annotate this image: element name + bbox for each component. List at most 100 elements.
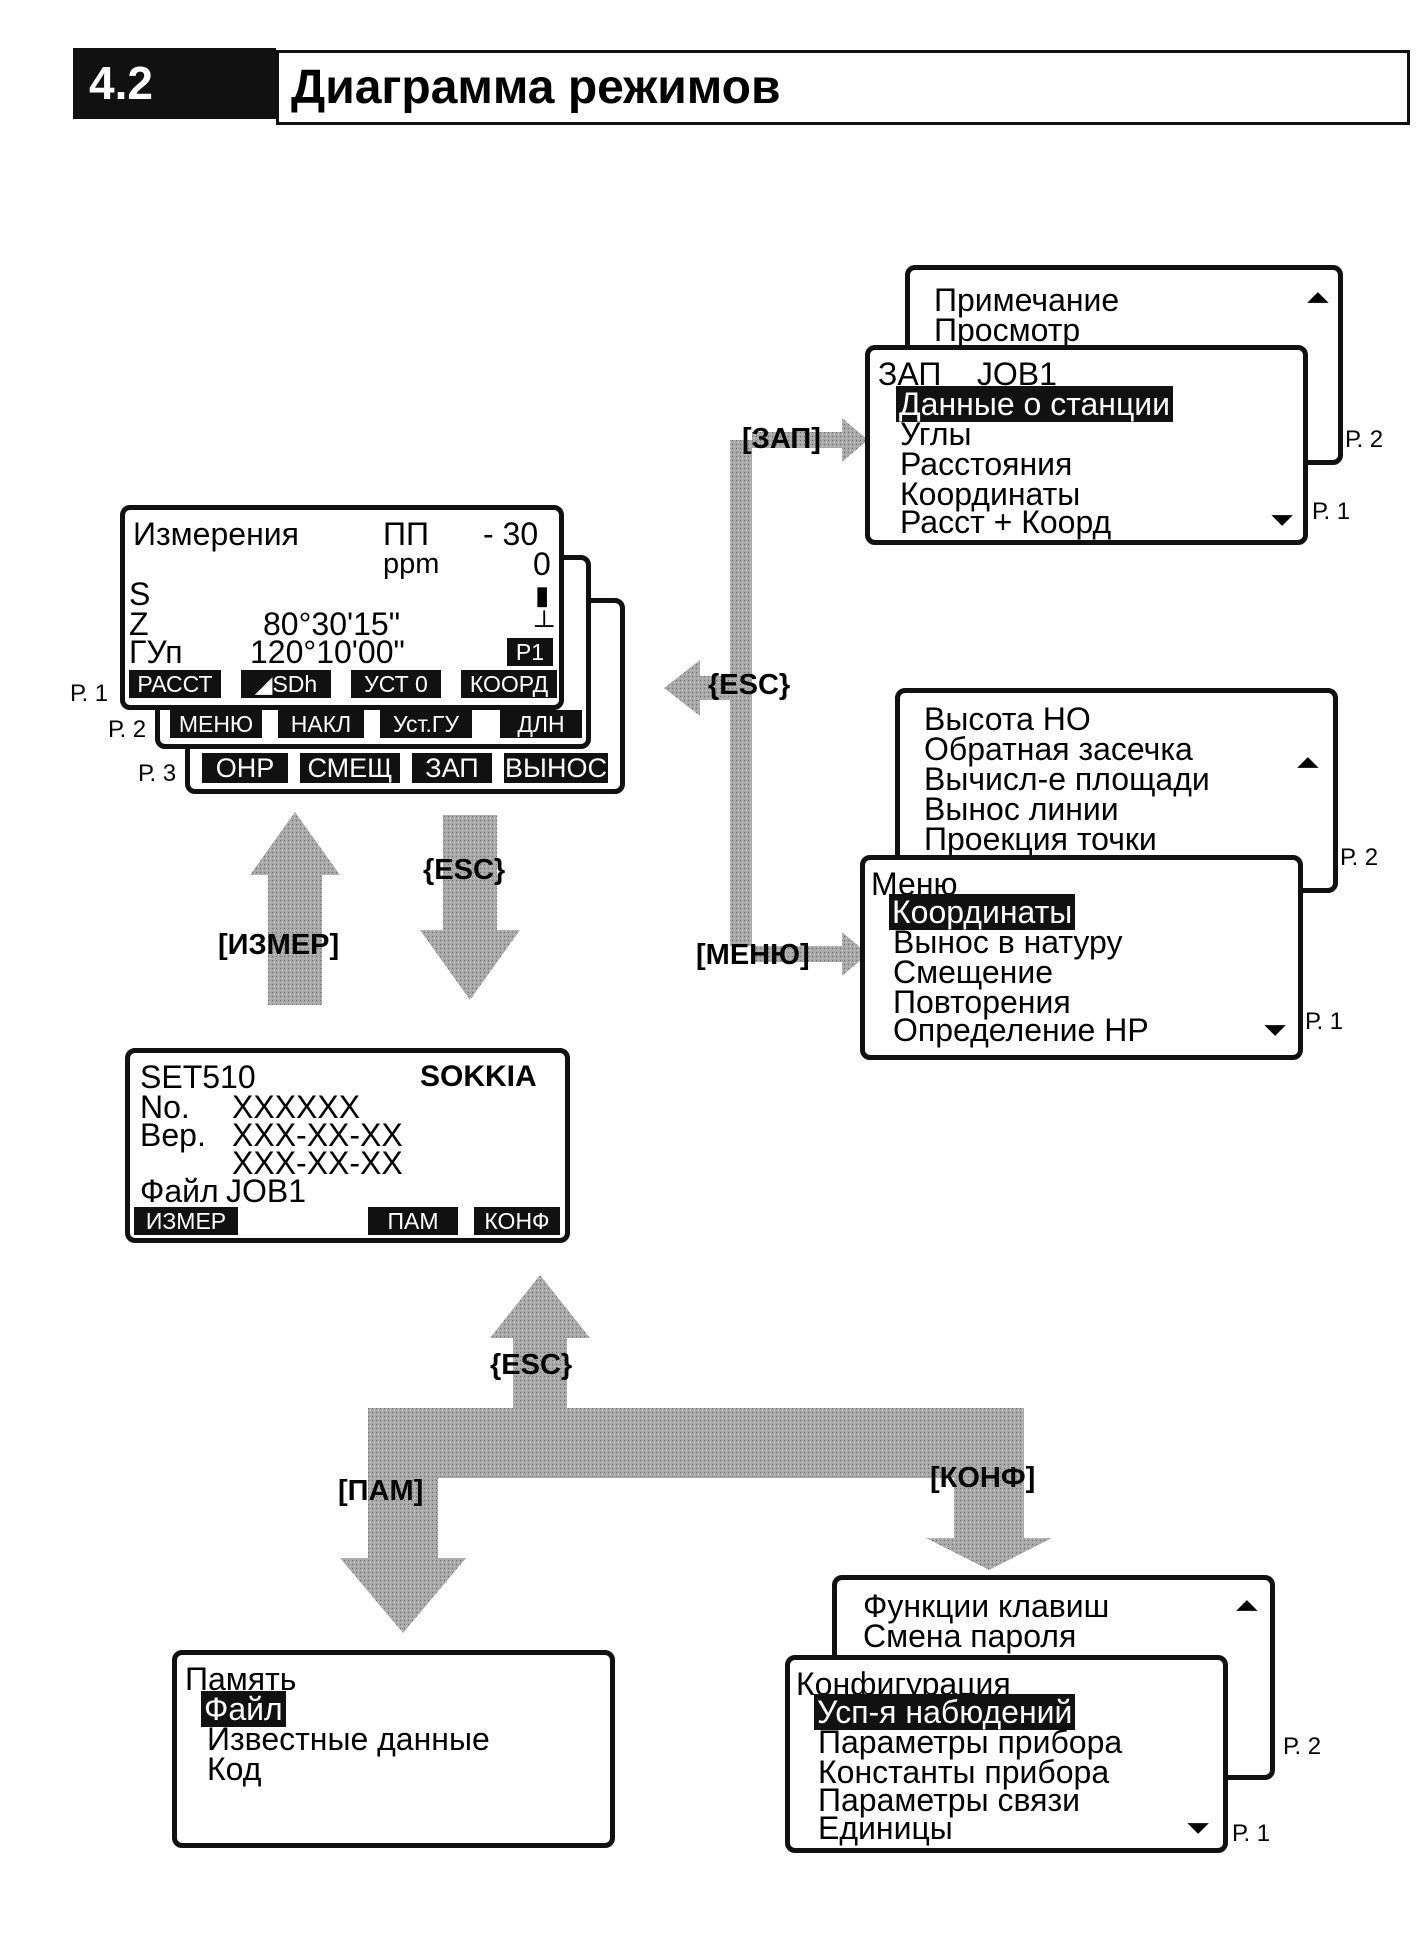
z-label: Z	[129, 606, 149, 642]
softkey-vynos[interactable]: ВЫНОС	[504, 753, 608, 783]
softkey-pam[interactable]: ПАМ	[368, 1207, 458, 1235]
brand-logo: SOKKIA	[420, 1060, 537, 1093]
pp-value: - 30	[483, 516, 539, 552]
rec-item[interactable]: Координаты	[900, 476, 1081, 512]
softkey-konf[interactable]: КОНФ	[474, 1207, 560, 1235]
s-label: S	[129, 576, 151, 612]
config-item[interactable]: Константы прибора	[818, 1754, 1110, 1790]
esc-down-arrow-shaft	[443, 815, 497, 930]
double-down-arrow-icon[interactable]: ⏷	[1186, 1812, 1210, 1845]
file-label: Файл	[140, 1173, 219, 1209]
menu-item[interactable]: Повторения	[893, 984, 1071, 1020]
key-esc-bottom: {ESC}	[490, 1349, 573, 1381]
double-up-arrow-icon[interactable]: ⏶	[1235, 1590, 1259, 1623]
section-number: 4.2	[73, 48, 276, 119]
z-value: 80°30'15"	[263, 606, 401, 642]
memory-item[interactable]: Известные данные	[207, 1721, 490, 1757]
rec-item[interactable]: Расст + Коорд	[900, 504, 1112, 540]
softkey-koord[interactable]: КООРД	[461, 670, 557, 698]
menu-item[interactable]: Определение НР	[893, 1012, 1149, 1048]
konf-arrow-head	[926, 1538, 1052, 1570]
ppm-label: ppm	[383, 548, 440, 580]
izmer-arrow-head	[250, 812, 340, 875]
meas-p1-label: Р. 1	[70, 680, 109, 707]
konf-arrow-shaft	[954, 1478, 1024, 1538]
menu-item[interactable]: Смещение	[893, 954, 1054, 990]
menu-p2-item[interactable]: Вынос линии	[924, 791, 1119, 827]
key-izmer: [ИЗМЕР]	[218, 929, 340, 961]
double-down-arrow-icon[interactable]: ⏷	[1263, 1014, 1287, 1047]
rec-item[interactable]: Данные о станции	[896, 386, 1174, 422]
menu-p2-item[interactable]: Высота НО	[924, 701, 1091, 737]
pam-arrow-head	[340, 1558, 466, 1633]
menu-p2-item[interactable]: Обратная засечка	[924, 731, 1193, 767]
pp-label: ПП	[383, 516, 429, 552]
meas-screen-p1: Измерения ПП - 30 ppm 0 S ▮┴ Z 80°30'15"…	[120, 505, 564, 710]
double-up-arrow-icon[interactable]: ⏶	[1296, 747, 1320, 780]
memory-item[interactable]: Код	[207, 1751, 262, 1787]
memory-title: Память	[185, 1661, 297, 1697]
softkey-onr[interactable]: ОНР	[202, 753, 288, 783]
meas-p3-label: Р. 3	[138, 760, 177, 787]
config-item-selected[interactable]: Усп-я набюдений	[814, 1694, 1076, 1730]
gu-label: ГУп	[129, 634, 183, 670]
file-value: JOB1	[226, 1173, 307, 1209]
menu-item[interactable]: Вынос в натуру	[893, 924, 1123, 960]
softkey-menu[interactable]: МЕНЮ	[170, 710, 262, 738]
rec-item[interactable]: Углы	[900, 416, 972, 452]
memory-screen: Память Файл Известные данные Код	[172, 1650, 615, 1848]
softkey-zap[interactable]: ЗАП	[412, 753, 492, 783]
softkey-ust0[interactable]: УСТ 0	[351, 670, 441, 698]
ppm-value: 0	[533, 546, 551, 582]
menu-arrow-shaft	[752, 946, 842, 962]
double-up-arrow-icon[interactable]: ⏶	[1306, 282, 1330, 315]
menu-item-selected[interactable]: Координаты	[889, 894, 1076, 930]
model-name: SET510	[140, 1059, 256, 1095]
config-item[interactable]: Параметры прибора	[818, 1724, 1123, 1760]
double-down-arrow-icon[interactable]: ⏷	[1270, 504, 1294, 537]
rec-screen-p1: ЗАП JOB1 Данные о станции Углы Расстояни…	[865, 345, 1308, 545]
config-item[interactable]: Параметры связи	[818, 1782, 1080, 1818]
softkey-ust-gu[interactable]: Уст.ГУ	[380, 710, 472, 738]
esc-down-arrow-head	[420, 930, 520, 1000]
config-screen-p1: Конфигурация Усп-я набюдений Параметры п…	[785, 1655, 1228, 1853]
rec-p2-item[interactable]: Примечание	[934, 282, 1120, 318]
softkey-nakl[interactable]: НАКЛ	[278, 710, 364, 738]
key-zap: [ЗАП]	[742, 423, 821, 455]
serial-value: XXXXXX	[232, 1089, 361, 1125]
menu-p2-item[interactable]: Проекция точки	[924, 821, 1157, 857]
rec-item-selected[interactable]: Данные о станции	[896, 386, 1174, 422]
tilt-indicator-icon: ▮┴	[535, 580, 554, 640]
config-item[interactable]: Усп-я набюдений	[814, 1694, 1076, 1730]
config-p2-label: Р. 2	[1283, 1733, 1322, 1760]
rec-p2-item[interactable]: Просмотр	[934, 312, 1081, 348]
softkey-sdh[interactable]: ◢SDh	[241, 670, 331, 698]
menu-p2-item[interactable]: Вычисл-е площади	[924, 761, 1210, 797]
menu-screen-p1: Меню Координаты Вынос в натуру Смещение …	[860, 855, 1303, 1060]
softkey-rasst[interactable]: РАССТ	[129, 670, 221, 698]
rec-item[interactable]: Расстояния	[900, 446, 1073, 482]
config-p2-item[interactable]: Функции клавиш	[863, 1588, 1110, 1624]
status-screen: SET510 SOKKIA No. XXXXXX Вер. XXX-XX-XX …	[125, 1048, 570, 1243]
esc-bottom-up-arrow-shaft	[513, 1338, 567, 1408]
softkey-smesh[interactable]: СМЕЩ	[300, 753, 400, 783]
menu-arrow-head	[842, 932, 868, 976]
zap-arrow-shaft	[752, 432, 842, 448]
key-pam: [ПАМ]	[338, 1475, 424, 1507]
serial-label: No.	[140, 1089, 190, 1125]
softkey-dln[interactable]: ДЛН	[500, 710, 582, 738]
esc-left-arrow-shaft	[700, 676, 730, 700]
config-p1-label: Р. 1	[1232, 1820, 1271, 1847]
izmer-arrow-shaft	[268, 875, 322, 1005]
softkey-izmer[interactable]: ИЗМЕР	[134, 1207, 238, 1235]
memory-item[interactable]: Файл	[201, 1691, 286, 1727]
meas-p2-label: Р. 2	[108, 716, 147, 743]
config-item[interactable]: Единицы	[818, 1810, 953, 1846]
rec-p1-label: Р. 1	[1312, 498, 1351, 525]
memory-item-selected[interactable]: Файл	[201, 1691, 286, 1727]
meas-title: Измерения	[133, 516, 299, 552]
menu-item[interactable]: Координаты	[889, 894, 1076, 930]
config-p2-item[interactable]: Смена пароля	[863, 1618, 1077, 1654]
menu-p2-label: Р. 2	[1340, 844, 1379, 871]
key-konf: [КОНФ]	[930, 1462, 1036, 1494]
